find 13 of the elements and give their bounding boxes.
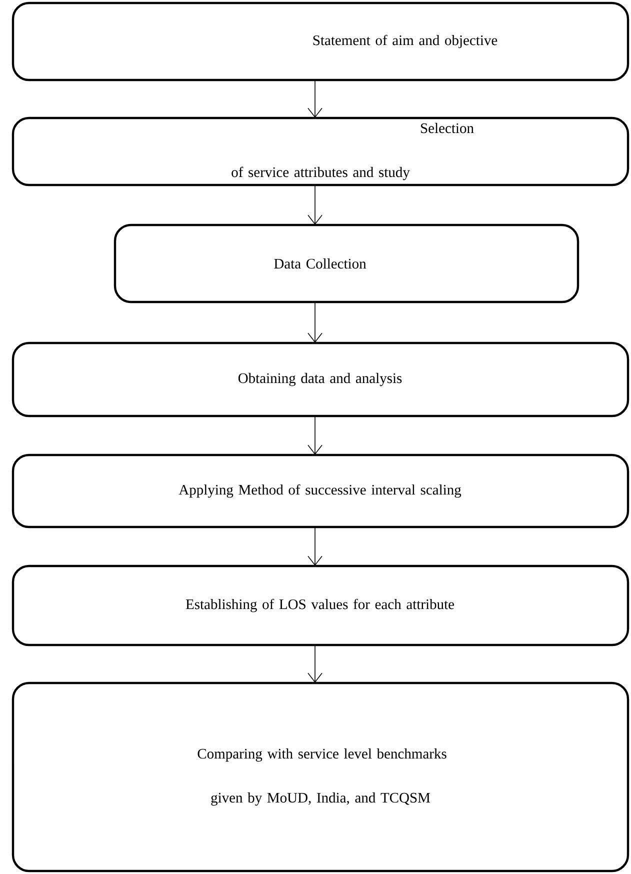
process-box: Applying Method of successive interval scaling <box>12 454 630 528</box>
arrow <box>308 80 322 118</box>
arrow <box>308 644 322 683</box>
process-box: Comparing with service level benchmarks given by MoUD, India, and TCQSM <box>12 682 630 872</box>
process-box: Statement of aim and objective <box>12 2 630 82</box>
arrow <box>308 416 322 455</box>
arrow <box>308 184 322 225</box>
arrow <box>308 526 322 566</box>
process-box: Obtaining data and analysis <box>12 342 630 418</box>
process-box: Establishing of LOS values for each attribute <box>12 564 630 646</box>
process-box: Selection of service attributes and study <box>12 116 630 186</box>
process-box: Data Collection <box>114 224 580 304</box>
arrow <box>308 302 322 343</box>
